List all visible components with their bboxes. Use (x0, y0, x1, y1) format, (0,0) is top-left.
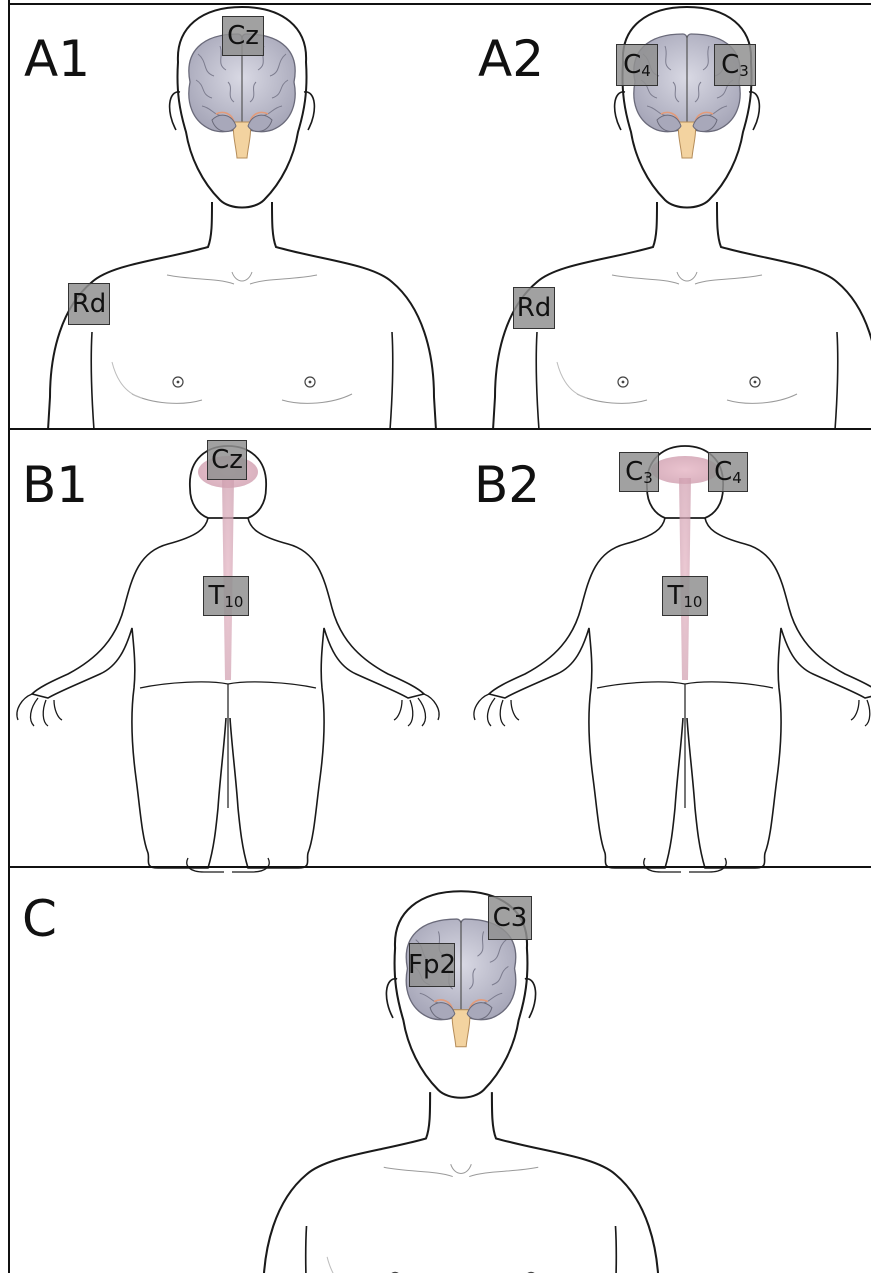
electrode-a1-cz: Cz (222, 16, 264, 56)
electrode-a1-rd: Rd (68, 283, 110, 325)
panel-label-a2: A2 (478, 34, 544, 84)
electrode-label: Fp2 (408, 950, 456, 980)
electrode-label: T (209, 581, 225, 611)
electrode-subscript: 3 (643, 469, 653, 487)
panel-label-b2: B2 (474, 460, 540, 510)
electrode-label: C3 (493, 903, 528, 933)
electrode-subscript: 4 (641, 62, 651, 80)
divider-b-c (8, 866, 871, 868)
panel-label-b1: B1 (22, 460, 88, 510)
electrode-b1-cz: Cz (207, 440, 247, 480)
electrode-label: Cz (211, 445, 243, 475)
electrode-c-c3: C3 (488, 896, 532, 940)
electrode-label: C (625, 457, 643, 487)
electrode-label: Cz (227, 21, 259, 51)
electrode-label: C (714, 457, 732, 487)
electrode-c-fp2: Fp2 (409, 943, 455, 987)
electrode-a2-rd: Rd (513, 287, 555, 329)
panel-label-a1: A1 (24, 34, 90, 84)
frame-left-line (8, 0, 10, 1273)
electrode-subscript: 10 (683, 593, 702, 611)
electrode-subscript: 10 (224, 593, 243, 611)
frame-top-line (8, 3, 871, 5)
electrode-label: Rd (517, 293, 552, 323)
panel-label-c: C (22, 894, 57, 944)
electrode-label: T (668, 581, 684, 611)
electrode-subscript: 3 (739, 62, 749, 80)
electrode-label: C (623, 50, 641, 80)
divider-a-b (8, 428, 871, 430)
electrode-label: C (721, 50, 739, 80)
electrode-label: Rd (72, 289, 107, 319)
electrode-subscript: 4 (732, 469, 742, 487)
